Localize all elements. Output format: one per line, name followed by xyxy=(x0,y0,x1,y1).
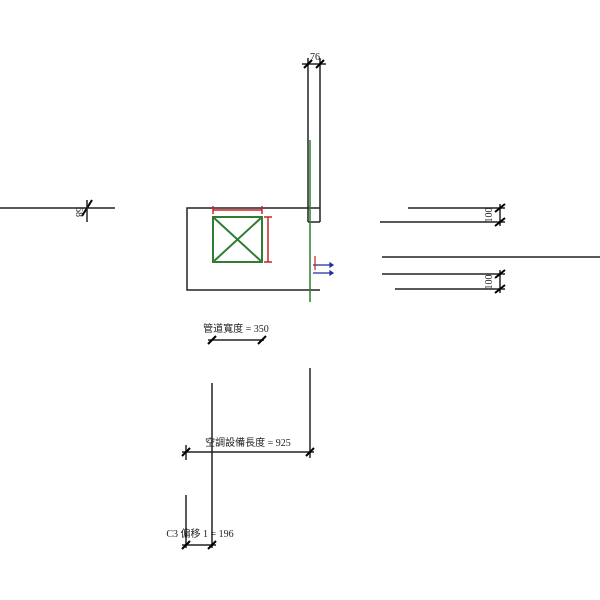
equipment-length-label: 空調設備長度 = 925 xyxy=(205,436,291,449)
left-wall-line xyxy=(0,199,115,222)
lower-reference-lines xyxy=(185,368,311,548)
top-width-label: 76 xyxy=(310,52,320,63)
connector-arrows xyxy=(313,256,335,277)
equipment-length-dimension xyxy=(181,447,315,457)
equipment-red-dimensions xyxy=(212,206,272,263)
right-upper-label: 100 xyxy=(484,208,495,223)
equipment-box xyxy=(212,216,263,263)
duct-outline xyxy=(186,207,320,291)
c3-offset-dimension xyxy=(181,540,217,550)
top-width-dimension xyxy=(302,58,326,223)
duct-width-dimension xyxy=(207,335,267,345)
duct-width-label: 管道寬度 = 350 xyxy=(203,322,269,335)
left-offset-label: 68 xyxy=(73,207,84,217)
c3-offset-label: C3 偏移 1 = 196 xyxy=(166,527,233,540)
right-lines xyxy=(380,203,600,294)
right-lower-label: 100 xyxy=(484,275,495,290)
